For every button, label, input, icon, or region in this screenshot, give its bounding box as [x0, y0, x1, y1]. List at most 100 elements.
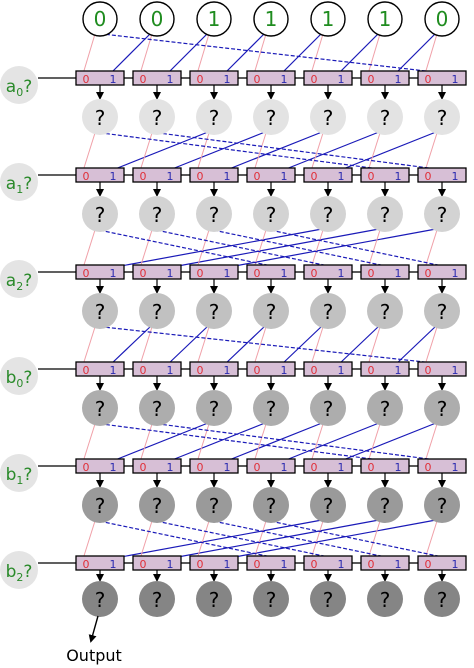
- output-label: Output: [66, 646, 122, 665]
- mux-zero-label: 0: [197, 73, 204, 86]
- one-connection-line: [337, 32, 380, 75]
- unknown-node: [424, 581, 460, 617]
- row-label-base: b: [6, 465, 17, 485]
- mux-one-label: 1: [224, 558, 231, 571]
- unknown-value: ?: [437, 397, 448, 421]
- one-connection-line: [93, 131, 396, 172]
- zero-connection-line: [139, 33, 153, 75]
- one-connection-line: [93, 228, 282, 269]
- one-connection-line: [150, 519, 339, 560]
- zero-connection-line: [424, 229, 438, 269]
- one-connection-line: [109, 325, 152, 366]
- input-node: [253, 1, 289, 37]
- unknown-node: [139, 99, 175, 135]
- zero-connection-line: [310, 229, 324, 269]
- mux-zero-label: 0: [140, 73, 147, 86]
- unknown-node: [139, 390, 175, 426]
- unknown-value: ?: [152, 203, 163, 227]
- mux-one-label: 1: [110, 558, 117, 571]
- unknown-value: ?: [266, 588, 277, 612]
- unknown-value: ?: [266, 494, 277, 518]
- one-connection-line: [109, 422, 209, 463]
- one-connection-line: [394, 325, 437, 366]
- zero-connection-line: [82, 326, 96, 366]
- zero-connection-line: [253, 33, 267, 75]
- mux-zero-label: 0: [254, 558, 261, 571]
- mux-zero-label: 0: [425, 558, 432, 571]
- mux-one-label: 1: [338, 267, 345, 280]
- one-connection-line: [280, 32, 323, 75]
- mux-one-label: 1: [224, 73, 231, 86]
- one-connection-line: [150, 228, 339, 269]
- unknown-node: [139, 196, 175, 232]
- output-layer: Output: [66, 615, 122, 665]
- unknown-value: ?: [323, 588, 334, 612]
- unknown-node: [253, 99, 289, 135]
- unknown-value: ?: [152, 494, 163, 518]
- zero-connection-line: [253, 326, 267, 366]
- row-label-base: b: [6, 368, 17, 388]
- mux-one-label: 1: [452, 267, 459, 280]
- one-connection-line: [207, 228, 396, 269]
- one-connection-line: [337, 131, 437, 172]
- mux-one-label: 1: [167, 558, 174, 571]
- unknown-node: [424, 487, 460, 523]
- mux-one-label: 1: [167, 364, 174, 377]
- unknown-node: [139, 487, 175, 523]
- row-label-layer: a0?a1?a2?b0?b1?b2?: [0, 66, 38, 589]
- unknown-node: [310, 293, 346, 329]
- unknown-value: ?: [209, 300, 220, 324]
- one-connection-line: [337, 325, 380, 366]
- mux-one-label: 1: [167, 267, 174, 280]
- zero-connection-line: [424, 520, 438, 560]
- unknown-value: ?: [266, 203, 277, 227]
- mux-one-label: 1: [281, 461, 288, 474]
- mux-one-label: 1: [167, 170, 174, 183]
- zero-connection-line: [139, 229, 153, 269]
- unknown-node: [196, 99, 232, 135]
- row-label-bubble: [0, 66, 38, 104]
- row-label: b1?: [6, 465, 33, 487]
- row-label-suffix: ?: [23, 77, 32, 97]
- zero-connection-line: [82, 229, 96, 269]
- one-connection-line: [280, 325, 323, 366]
- input-node: [310, 1, 346, 37]
- row-label: a2?: [6, 271, 32, 293]
- mux-zero-label: 0: [140, 461, 147, 474]
- row-label-suffix: ?: [23, 174, 32, 194]
- zero-connection-line: [82, 132, 96, 172]
- unknown-node: [310, 196, 346, 232]
- unknown-value: ?: [266, 397, 277, 421]
- mux-one-label: 1: [224, 461, 231, 474]
- zero-connection-line: [253, 423, 267, 463]
- mux-one-label: 1: [395, 267, 402, 280]
- input-value: 0: [151, 7, 164, 31]
- mux-one-label: 1: [395, 73, 402, 86]
- unknown-node: [310, 390, 346, 426]
- one-connection-line: [207, 519, 396, 560]
- row-label: a0?: [6, 77, 32, 99]
- mux-one-label: 1: [452, 73, 459, 86]
- mux-zero-label: 0: [311, 170, 318, 183]
- one-connection-line: [280, 131, 380, 172]
- mux-zero-label: 0: [254, 461, 261, 474]
- unknown-value: ?: [380, 300, 391, 324]
- mux-one-label: 1: [281, 364, 288, 377]
- one-connection-line: [166, 519, 380, 560]
- connection-lines: [82, 32, 453, 560]
- unknown-value: ?: [437, 588, 448, 612]
- unknown-node: [253, 581, 289, 617]
- row-label-base: a: [6, 174, 16, 194]
- unknown-value: ?: [95, 588, 106, 612]
- unknown-value: ?: [95, 203, 106, 227]
- mux-zero-label: 0: [311, 461, 318, 474]
- one-connection-line: [109, 228, 323, 269]
- mux-zero-label: 0: [197, 170, 204, 183]
- row-label-base: a: [6, 271, 16, 291]
- zero-connection-line: [367, 326, 381, 366]
- unknown-node: [367, 196, 403, 232]
- unknown-value: ?: [95, 494, 106, 518]
- input-node: [82, 1, 118, 37]
- unknown-node: [367, 390, 403, 426]
- mux-zero-label: 0: [197, 461, 204, 474]
